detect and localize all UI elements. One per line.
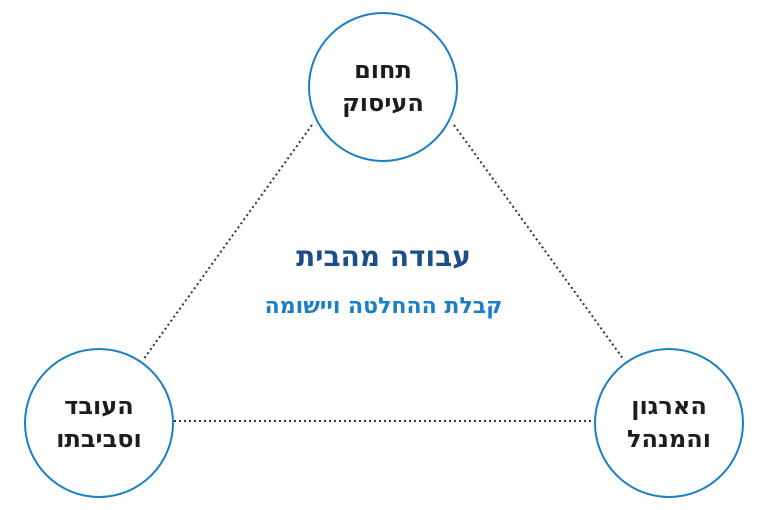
diagram-title: עבודה מהבית — [296, 240, 471, 273]
node-employee-environment: העובד וסביבתו — [24, 348, 174, 498]
diagram-subtitle: קבלת ההחלטה ויישומה — [264, 294, 503, 319]
connector-top-right — [453, 124, 625, 361]
node-left-line2: וסביבתו — [56, 425, 142, 453]
node-right-line2: והמנהל — [627, 425, 711, 453]
node-organization-manager: הארגון והמנהל — [594, 348, 744, 498]
node-top-line2: העיסוק — [342, 89, 424, 117]
node-field-of-occupation: תחום העיסוק — [308, 12, 458, 162]
node-right-line1: הארגון — [631, 392, 707, 420]
connector-top-left — [142, 124, 313, 361]
node-left-line1: העובד — [64, 392, 134, 420]
node-top-line1: תחום — [354, 56, 412, 84]
